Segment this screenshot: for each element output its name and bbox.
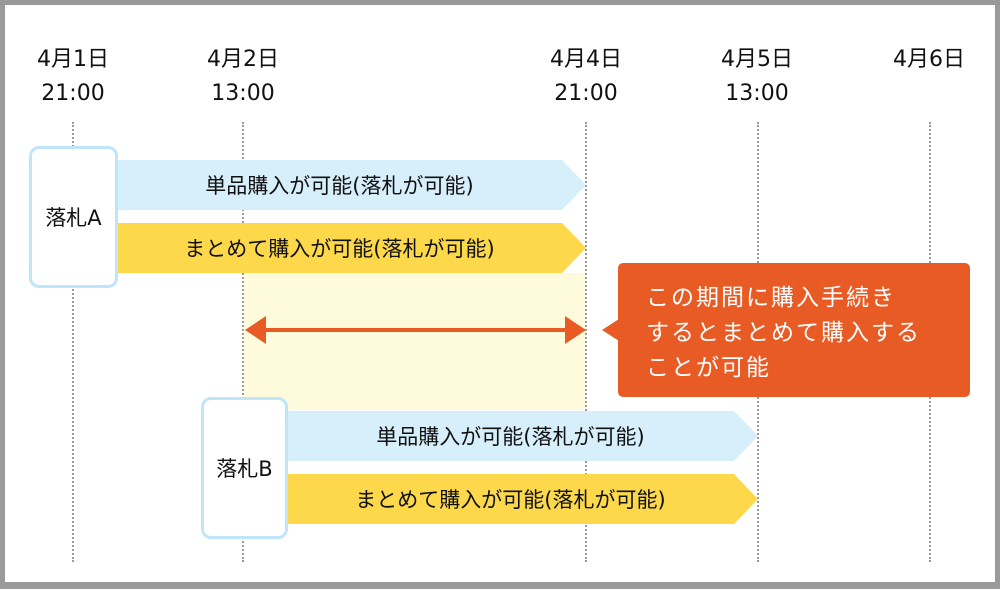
tick-label-3: 4月4日 21:00 xyxy=(526,43,646,111)
bid-label: 落札B xyxy=(216,457,273,481)
bid-a-box: 落札A xyxy=(29,146,118,288)
tick-date: 4月4日 xyxy=(550,47,622,72)
tick-label-2: 4月2日 13:00 xyxy=(183,43,303,111)
tick-date: 4月1日 xyxy=(37,47,109,72)
bid-a-single-purchase-bar: 単品購入が可能(落札が可能) xyxy=(115,160,586,210)
bid-label: 落札A xyxy=(45,206,102,230)
timeline-line-2 xyxy=(242,122,244,562)
tick-label-1: 4月1日 21:00 xyxy=(13,43,133,111)
tick-date: 4月5日 xyxy=(721,47,793,72)
callout-pointer xyxy=(602,319,619,341)
bar-label: まとめて購入が可能(落札が可能) xyxy=(355,488,666,512)
tick-time: 21:00 xyxy=(41,81,105,106)
bid-b-box: 落札B xyxy=(201,397,288,539)
overlap-highlight xyxy=(244,273,586,410)
arrow-head-right xyxy=(565,316,586,344)
bid-a-bulk-purchase-bar: まとめて購入が可能(落札が可能) xyxy=(115,223,586,273)
bid-b-bulk-purchase-bar: まとめて購入が可能(落札が可能) xyxy=(285,474,758,524)
tick-date: 4月2日 xyxy=(207,47,279,72)
tick-time: 21:00 xyxy=(554,81,618,106)
overlap-double-arrow-icon xyxy=(245,316,586,344)
callout-line-1: この期間に購入手続き xyxy=(646,285,896,311)
tick-time: 13:00 xyxy=(725,81,789,106)
callout-line-2: するとまとめて購入する xyxy=(646,320,921,346)
tick-label-4: 4月5日 13:00 xyxy=(697,43,817,111)
tick-date: 4月6日 xyxy=(893,47,965,72)
bar-label: まとめて購入が可能(落札が可能) xyxy=(184,237,495,261)
bar-label: 単品購入が可能(落札が可能) xyxy=(376,425,645,449)
timeline-line-1 xyxy=(72,122,74,562)
tick-label-5: 4月6日 xyxy=(869,43,989,77)
timeline-line-3 xyxy=(585,122,587,562)
callout-line-3: ことが可能 xyxy=(646,355,771,381)
bid-b-single-purchase-bar: 単品購入が可能(落札が可能) xyxy=(285,411,758,461)
arrow-head-left xyxy=(245,316,266,344)
bar-label: 単品購入が可能(落札が可能) xyxy=(205,174,474,198)
overlap-callout: この期間に購入手続き するとまとめて購入する ことが可能 xyxy=(618,263,970,397)
tick-time: 13:00 xyxy=(211,81,275,106)
